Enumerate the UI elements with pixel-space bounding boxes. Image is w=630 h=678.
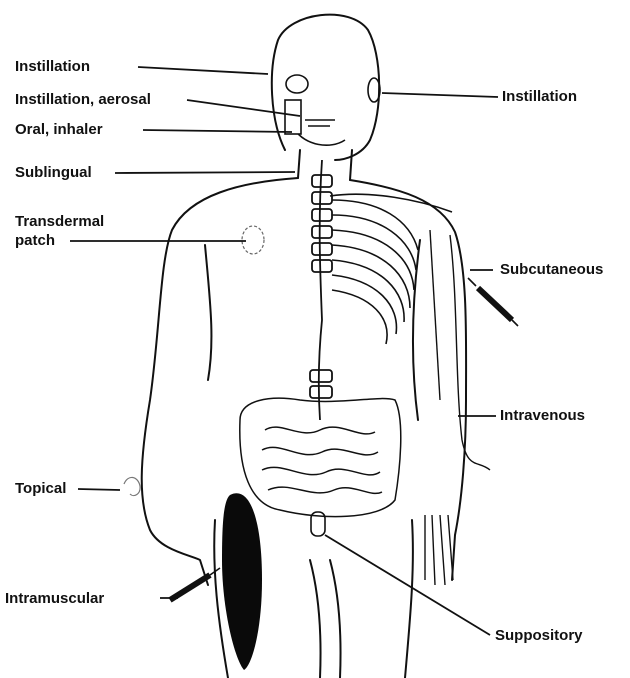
eye-socket <box>286 75 308 93</box>
label-instillation-left: Instillation <box>15 58 90 75</box>
rib <box>332 275 396 334</box>
label-subcutaneous: Subcutaneous <box>500 261 603 278</box>
vertebra <box>312 192 332 204</box>
vertebra <box>312 209 332 221</box>
thigh-muscle <box>222 493 262 670</box>
vertebra <box>310 370 332 382</box>
label-oral-inhaler: Oral, inhaler <box>15 121 103 138</box>
label-instillation-right: Instillation <box>502 88 577 105</box>
syringe-intramuscular <box>170 568 220 600</box>
vertebra <box>312 243 332 255</box>
transdermal-patch-mark <box>242 226 264 254</box>
jaw <box>295 130 345 145</box>
rib <box>332 200 418 250</box>
inhaler-device <box>285 100 301 134</box>
vertebra <box>310 386 332 398</box>
vertebra <box>312 226 332 238</box>
head-outline <box>272 15 379 160</box>
label-sublingual: Sublingual <box>15 164 92 181</box>
left-arm-outline <box>142 178 298 585</box>
vertebra <box>312 175 332 187</box>
crotch-outline <box>310 560 341 678</box>
label-instillation-aerosol: Instillation, aerosal <box>15 91 151 108</box>
label-patch: patch <box>15 232 55 249</box>
right-torso-outline <box>413 240 420 420</box>
leader-topical <box>78 489 120 490</box>
label-suppository: Suppository <box>495 627 583 644</box>
leader-sublingual <box>115 172 295 173</box>
label-transdermal: Transdermal <box>15 213 104 230</box>
leader-instillation-left <box>138 67 268 74</box>
leader-suppository <box>325 535 490 635</box>
right-leg-outline <box>405 520 413 678</box>
label-intramuscular: Intramuscular <box>5 590 104 607</box>
rib <box>332 230 414 290</box>
humerus <box>430 230 440 400</box>
collarbone <box>330 194 452 212</box>
label-intravenous: Intravenous <box>500 407 585 424</box>
mouth-teeth <box>305 120 335 126</box>
spine <box>319 160 322 420</box>
leader-instillation-right <box>382 93 498 97</box>
syringe-subcutaneous <box>468 278 518 326</box>
leader-oral-inhaler <box>143 130 292 132</box>
left-torso-outline <box>205 245 211 380</box>
rib <box>332 290 387 344</box>
vertebra <box>312 260 332 272</box>
leader-instillation-aerosol <box>187 100 300 116</box>
hand-bones <box>425 515 453 585</box>
topical-mark <box>124 477 140 495</box>
label-topical: Topical <box>15 480 66 497</box>
small-intestine <box>262 427 382 493</box>
